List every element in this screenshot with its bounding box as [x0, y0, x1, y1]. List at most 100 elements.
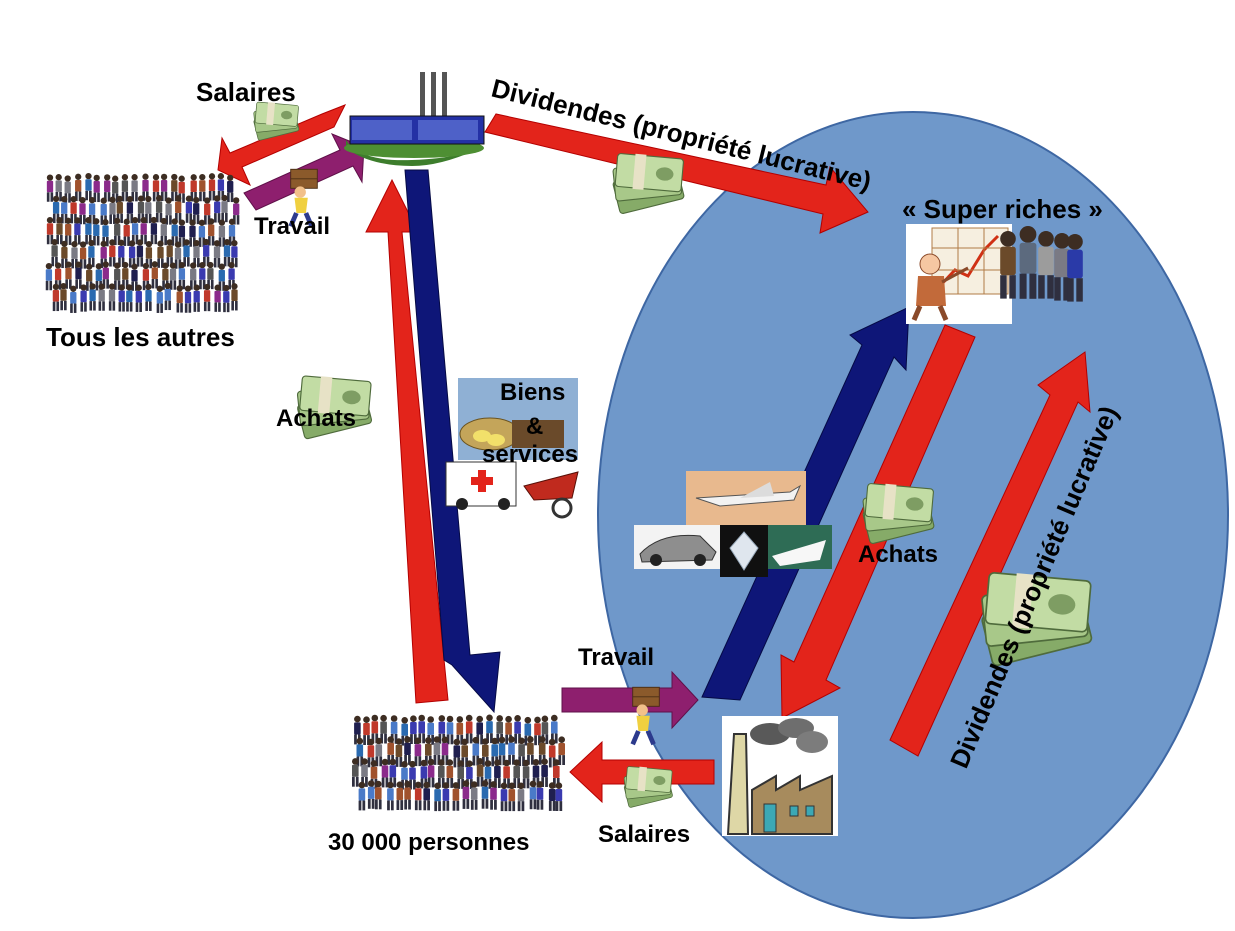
- achats-left-label: Achats: [276, 405, 356, 432]
- crowd-person: [352, 758, 359, 787]
- crowd-person: [183, 239, 190, 267]
- crowd-person: [193, 284, 200, 312]
- factory-bottom-icon: [722, 716, 838, 836]
- crowd-person: [203, 283, 211, 312]
- crowd-person: [121, 174, 129, 202]
- crowd-person: [135, 284, 142, 312]
- crowd-person: [60, 282, 67, 311]
- crowd-person: [414, 781, 422, 811]
- crowd-person: [166, 239, 173, 267]
- crowd-person: [175, 195, 182, 223]
- crowd-person: [395, 738, 403, 767]
- crowd-person: [536, 781, 544, 810]
- crowd-person: [46, 174, 54, 202]
- crowd-person: [423, 781, 430, 811]
- super-riches-label: « Super riches »: [902, 194, 1103, 224]
- crowd-person: [70, 285, 77, 313]
- crowd-person: [80, 284, 87, 312]
- crowd-person: [517, 782, 525, 812]
- crowd-person: [104, 174, 111, 202]
- crowd-person: [442, 782, 450, 811]
- crowd-person: [508, 736, 515, 765]
- crowd-person: [75, 261, 82, 289]
- crowd-person: [126, 284, 133, 312]
- tous-les-autres-label: Tous les autres: [46, 322, 235, 352]
- crowd-person: [367, 780, 375, 809]
- crowd-person: [223, 284, 230, 313]
- crowd-person: [176, 285, 183, 313]
- crowd-person: [52, 283, 60, 312]
- crowd-person: [231, 283, 238, 311]
- crowd-person: [490, 781, 497, 810]
- money-stack-icon: [623, 765, 674, 809]
- travail-bottom-arrow: [561, 670, 699, 730]
- money-stack-icon: [611, 152, 686, 215]
- crowd-person: [381, 758, 389, 788]
- trente-mille-label: 30 000 personnes: [328, 829, 529, 856]
- crowd-person: [131, 216, 139, 245]
- crowd-person: [145, 283, 152, 311]
- salaires-top-label: Salaires: [196, 77, 296, 107]
- crowd-person: [375, 780, 382, 810]
- crowd-person: [164, 282, 171, 311]
- crowd-person: [93, 174, 100, 203]
- crowd-person: [98, 283, 105, 311]
- crowd-person: [221, 194, 228, 223]
- crowd-person: [93, 218, 100, 246]
- crowd-person: [56, 216, 63, 245]
- salaires-bottom-label: Salaires: [598, 821, 690, 848]
- travail-bottom-label: Travail: [578, 644, 654, 671]
- crowd-person: [88, 239, 95, 268]
- crowd-person: [208, 173, 216, 201]
- biens-services-arrow: [404, 169, 501, 714]
- factory-top-icon: [344, 72, 485, 166]
- crowd-person: [548, 782, 556, 811]
- crowd-person: [151, 261, 158, 289]
- crowd-person: [558, 736, 565, 765]
- crowd-person: [136, 239, 144, 267]
- crowd-person: [109, 239, 116, 267]
- crowd-person: [185, 195, 193, 223]
- crowd-person: [199, 261, 206, 290]
- crowd-person: [214, 195, 221, 223]
- crowd-person: [465, 714, 473, 744]
- achats-right-label: Achats: [858, 541, 938, 568]
- crowd-person: [85, 172, 92, 201]
- crowd-person: [75, 173, 82, 201]
- crowd-person: [414, 737, 422, 767]
- crowd-person: [199, 173, 206, 202]
- crowd-person: [404, 736, 411, 765]
- crowd-person: [470, 781, 478, 810]
- crowd-person: [462, 780, 470, 809]
- crowd-person: [118, 284, 125, 312]
- crowd-person: [358, 781, 366, 811]
- crowd-person: [213, 240, 221, 268]
- crowd-person: [508, 782, 516, 812]
- crowd-person: [156, 285, 163, 313]
- crowd-person: [89, 283, 96, 311]
- crowd-person: [155, 195, 163, 223]
- luxury-goods-icon: [634, 471, 832, 577]
- crowd-person: [227, 174, 234, 203]
- biens-label: Biens: [500, 379, 565, 406]
- crowd-person: [452, 782, 460, 811]
- crowd-person: [404, 780, 411, 810]
- achats-left-arrow: [365, 178, 449, 704]
- crowd-person: [387, 781, 394, 811]
- crowd-person: [123, 218, 130, 246]
- ampersand-label: &: [526, 413, 543, 440]
- crowd-person: [396, 781, 404, 810]
- crowd-person: [214, 284, 221, 312]
- executives-icon: [1000, 226, 1083, 302]
- crowd-icon: [352, 714, 565, 812]
- goods-and-services-icon: [445, 378, 579, 519]
- crowd-person: [157, 240, 164, 268]
- crowd-person: [51, 238, 58, 267]
- crowd-icon: [45, 172, 240, 313]
- crowd-person: [500, 782, 508, 812]
- crowd-person: [108, 283, 116, 311]
- crowd-person: [522, 759, 530, 789]
- crowd-person: [203, 238, 210, 267]
